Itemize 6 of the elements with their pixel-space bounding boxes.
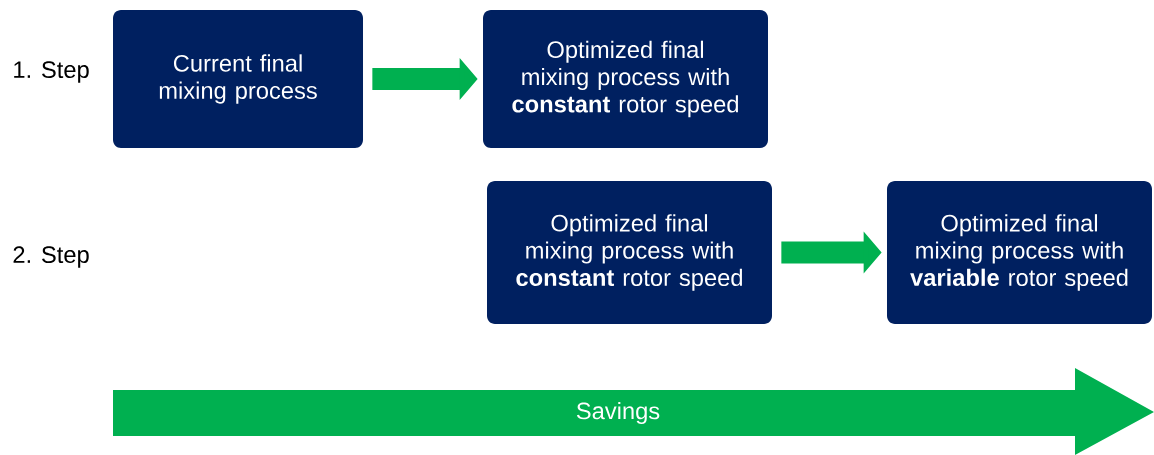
step-label: 2. Step xyxy=(13,246,89,268)
step-label: 1. Step xyxy=(14,61,89,83)
process-box: Current final mixing process xyxy=(113,10,363,148)
process-box: Optimized final mixing process with constant rotor speed xyxy=(487,181,772,324)
process-box: Optimized final mixing process with constant rotor speed xyxy=(483,10,768,148)
process-box: Optimized final mixing process with variable rotor speed xyxy=(887,181,1152,324)
